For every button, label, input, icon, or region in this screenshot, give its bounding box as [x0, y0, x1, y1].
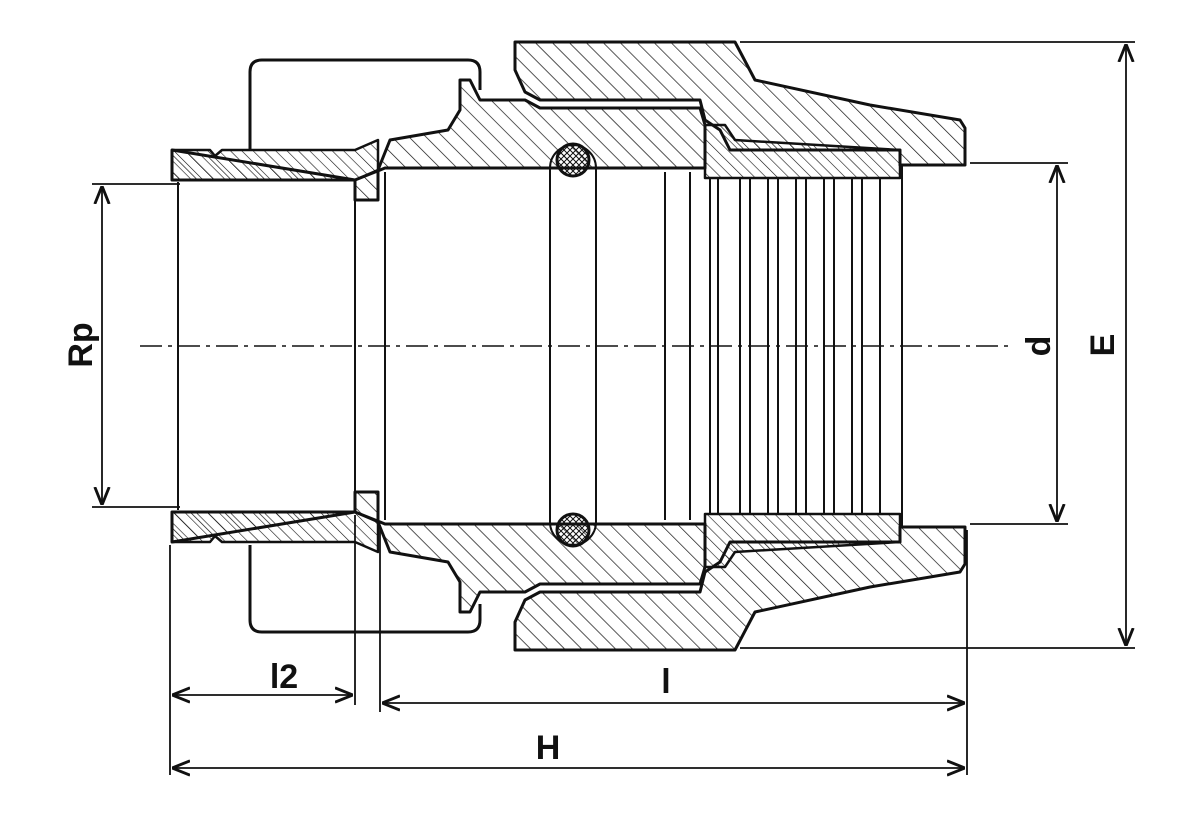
insert-thread-upper	[170, 138, 380, 182]
o-ring-outline	[549, 144, 597, 546]
clip-ring-lower	[703, 512, 902, 569]
insert-upper	[170, 78, 707, 202]
d-label: d	[1020, 336, 1058, 357]
h-label: H	[536, 729, 561, 767]
back-nut-outline	[248, 58, 482, 150]
insert-thread-lower	[170, 510, 380, 554]
rp-label: Rp	[62, 322, 100, 367]
l-label: l	[661, 663, 670, 701]
clip-ring-upper	[703, 123, 902, 180]
o-ring-bottom	[555, 512, 591, 548]
grip-teeth	[709, 165, 903, 527]
e-label: E	[1084, 334, 1122, 357]
back-nut-outline-lower	[248, 545, 482, 634]
o-ring-top	[555, 142, 591, 178]
l2-label: l2	[270, 658, 298, 696]
